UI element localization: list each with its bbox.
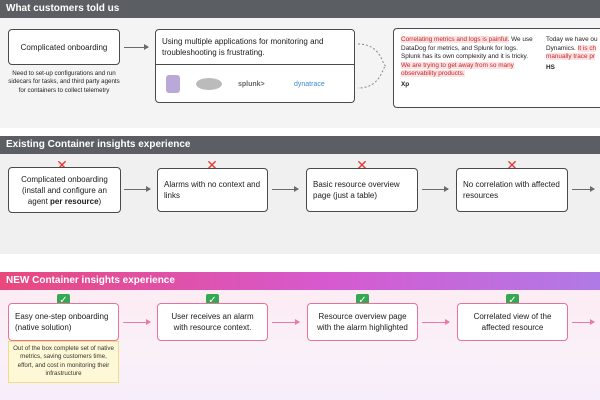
quote-1-author: Xp	[401, 80, 410, 88]
quote-2-author: HS	[546, 63, 555, 71]
existing-onboarding-line-3: agent per resource)	[27, 196, 102, 206]
dashed-connector	[357, 43, 387, 89]
app-logo-2-icon	[196, 78, 222, 90]
x-mark-4-icon: ✕	[506, 157, 518, 173]
multiple-apps-box: Using multiple applications for monitori…	[155, 29, 355, 65]
quote-1-highlight-1: Correlating metrics and logs is painful.	[401, 36, 510, 43]
new-arrow-1	[123, 319, 151, 325]
quote-2: Today we have ou Dynamics. It is ch manu…	[546, 36, 600, 72]
existing-arrow-3	[422, 186, 449, 192]
resource-overview-box: Resource overview page with the alarm hi…	[307, 303, 418, 341]
new-arrow-2	[272, 319, 300, 325]
quote-2-text: Today we have ou Dynamics.	[546, 36, 598, 52]
x-mark-1-icon: ✕	[56, 157, 68, 173]
app-logo-1-icon	[166, 75, 180, 93]
new-arrow-4	[572, 319, 595, 325]
quote-1-highlight-2: We are trying to get away from so many o…	[401, 61, 514, 78]
existing-arrow-2	[272, 186, 299, 192]
alarm-with-context-box: User receives an alarm with resource con…	[157, 303, 268, 341]
alarms-no-context-box: Alarms with no context and links	[157, 168, 268, 212]
easy-onboarding-box: Easy one-step onboarding (native solutio…	[8, 303, 119, 341]
existing-onboarding-line-1: Complicated onboarding	[21, 174, 108, 184]
complicated-onboarding-box: Complicated onboarding	[8, 29, 120, 65]
basic-overview-box: Basic resource overview page (just a tab…	[306, 168, 418, 212]
x-mark-2-icon: ✕	[206, 157, 218, 173]
dynatrace-logo-icon: dynatrace	[294, 81, 325, 88]
onboarding-note: Need to set-up configurations and run si…	[8, 70, 120, 94]
existing-header: Existing Container insights experience	[0, 136, 600, 154]
quote-1-text: We use DataDog for metrics, and Splunk f…	[401, 36, 533, 61]
existing-onboarding-box: Complicated onboarding (install and conf…	[8, 167, 121, 213]
correlated-view-box: Correlated view of the affected resource	[457, 303, 568, 341]
new-arrow-3	[422, 319, 450, 325]
new-header: NEW Container insights experience	[0, 272, 600, 290]
existing-arrow-1	[124, 186, 151, 192]
no-correlation-box: No correlation with affected resources	[456, 168, 568, 212]
existing-arrow-4	[572, 186, 595, 192]
customers-header: What customers told us	[0, 0, 600, 18]
quote-1: Correlating metrics and logs is painful.…	[401, 36, 533, 90]
logos-box: splunk> dynatrace	[155, 65, 355, 103]
multiple-apps-text: Using multiple applications for monitori…	[162, 37, 324, 57]
existing-onboarding-line-2: (install and configure an	[22, 185, 107, 195]
splunk-logo-icon: splunk>	[238, 81, 265, 88]
x-mark-3-icon: ✕	[356, 157, 368, 173]
customers-arrow	[124, 44, 149, 50]
easy-onboarding-note: Out of the box complete set of native me…	[8, 341, 119, 383]
